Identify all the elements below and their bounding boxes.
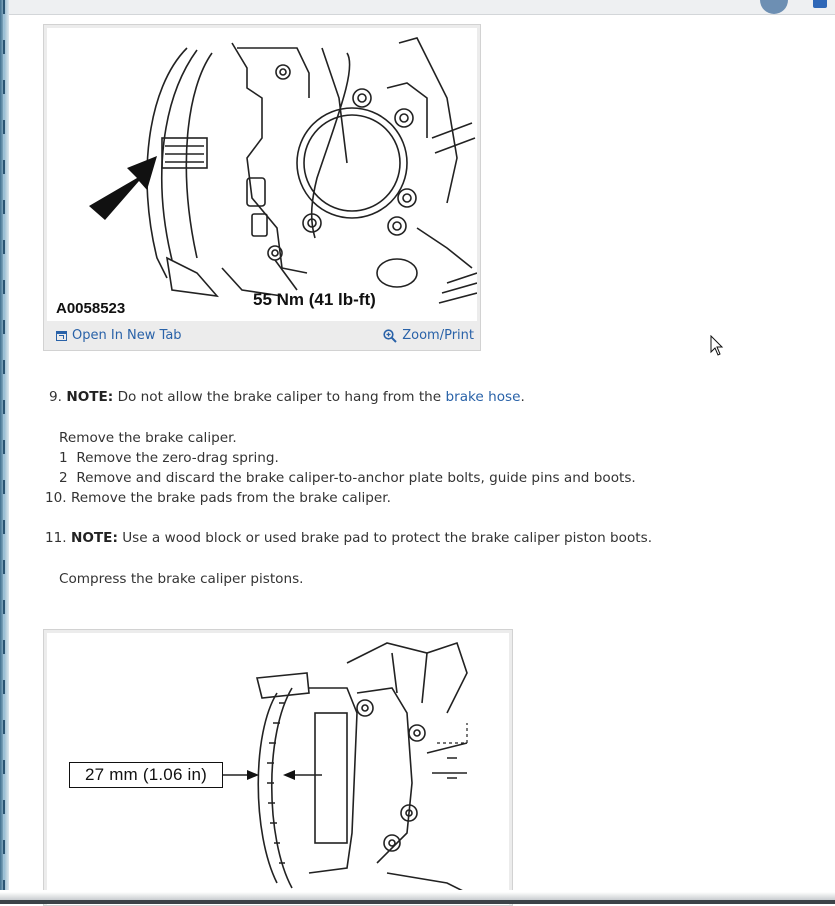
open-in-new-tab-icon (56, 330, 67, 341)
browser-toolbar-edge (9, 0, 835, 15)
frame-stripe (3, 0, 5, 904)
open-in-new-tab-label: Open In New Tab (72, 328, 182, 343)
window-left-frame (0, 0, 9, 904)
torque-label: 55 Nm (41 lb-ft) (253, 290, 376, 309)
caliper-line-drawing (89, 37, 477, 304)
piston-illustration[interactable]: 27 mm (1.06 in) (47, 633, 509, 905)
step-9-substep-1: 1 Remove the zero-drag spring. (59, 450, 279, 466)
substep-number: 2 (59, 470, 68, 486)
user-avatar[interactable] (760, 0, 788, 14)
window-bottom-frame (0, 890, 835, 904)
toolbar-icon-partial[interactable] (666, 0, 672, 1)
frame-shadow (0, 892, 835, 900)
step-9-substep-2: 2 Remove and discard the brake caliper-t… (59, 470, 636, 486)
zoom-print-link[interactable]: Zoom/Print (383, 328, 474, 343)
measurement-label: 27 mm (1.06 in) (69, 762, 223, 788)
magnifier-plus-icon (383, 328, 397, 343)
caliper-illustration[interactable]: A0058523 55 Nm (41 lb-ft) (47, 28, 477, 321)
open-in-new-tab-link[interactable]: Open In New Tab (56, 328, 182, 343)
figure-piston-compress: 27 mm (1.06 in) (43, 629, 513, 906)
step-number: 11. (45, 530, 67, 546)
brake-hose-link[interactable]: brake hose (445, 389, 521, 405)
step-number: 10. (45, 490, 67, 506)
note-label: NOTE: (66, 389, 114, 405)
step-11-note: 11. NOTE: Use a wood block or used brake… (45, 530, 652, 546)
step-9-note: 9. NOTE: Do not allow the brake caliper … (49, 389, 525, 405)
substep-text: Remove and discard the brake caliper-to-… (76, 470, 636, 486)
step-11-instruction: Compress the brake caliper pistons. (59, 571, 304, 587)
note-text: Do not allow the brake caliper to hang f… (117, 389, 442, 405)
figure-actions: Open In New Tab Zoom/Print (44, 322, 480, 350)
step-text: Remove the brake pads from the brake cal… (70, 490, 391, 506)
figure-id: A0058523 (56, 300, 126, 317)
note-label: NOTE: (70, 530, 118, 546)
extension-icon[interactable] (813, 0, 827, 8)
note-end: . (520, 389, 525, 405)
mouse-cursor-icon (710, 335, 724, 356)
step-9-instruction: Remove the brake caliper. (59, 430, 237, 446)
substep-number: 1 (59, 450, 68, 466)
step-10: 10. Remove the brake pads from the brake… (45, 490, 391, 506)
note-text: Use a wood block or used brake pad to pr… (122, 530, 653, 546)
figure-caliper-bolts: A0058523 55 Nm (41 lb-ft) Open In New Ta… (43, 24, 481, 351)
step-number: 9. (49, 389, 62, 405)
taskbar-edge (0, 900, 835, 904)
caliper-piston-line-drawing (223, 641, 468, 894)
zoom-print-label: Zoom/Print (402, 328, 474, 343)
substep-text: Remove the zero-drag spring. (76, 450, 279, 466)
